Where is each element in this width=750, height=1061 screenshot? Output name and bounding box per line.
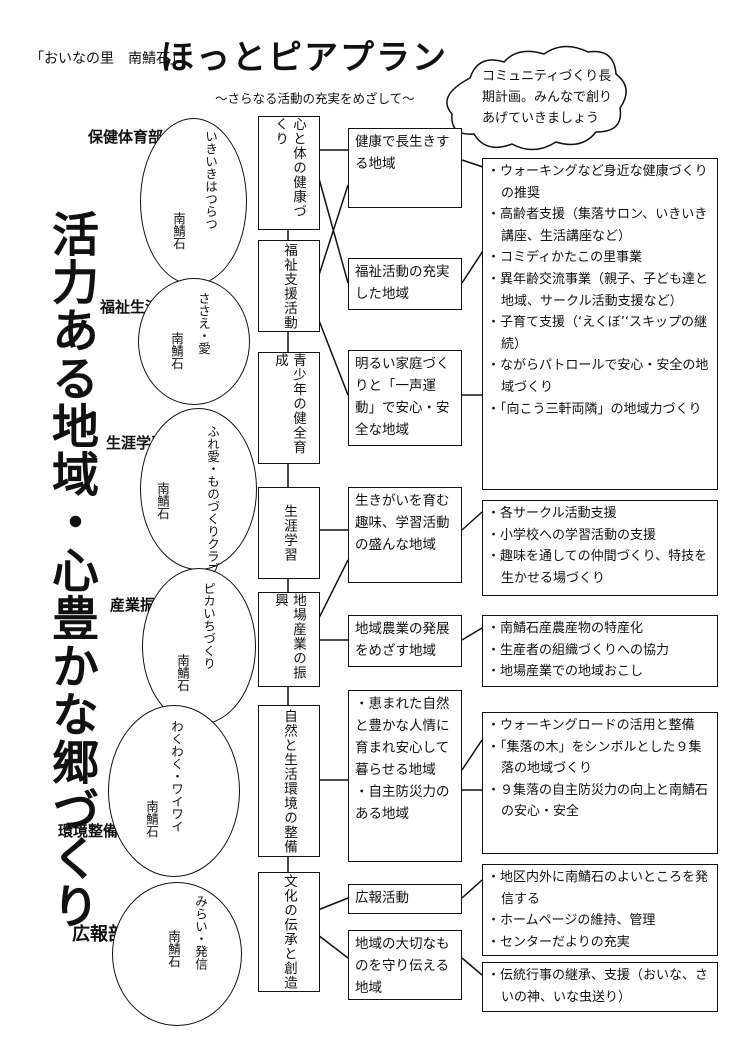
goal-health: 健康で長生きする地域	[348, 128, 462, 208]
bubble-welfare-sig: 南鯖石	[169, 332, 184, 370]
list-item: 伝統行事の継承、支援（おいな、さいの神、いな虫送り）	[487, 965, 713, 1008]
items-pr: 地区内外に南鯖石のよいところを発信する ホームページの維持、管理 センターだより…	[482, 864, 718, 956]
bubble-environment-motto: わくわく・ワイワイ	[169, 720, 184, 833]
page-title: ほっとピアプラン	[160, 38, 448, 78]
goal-learning: 生きがいを育む趣味、学習活動の盛んな地域	[348, 487, 462, 583]
bubble-learning	[140, 408, 257, 570]
bubble-pr-motto: みらい・発信	[193, 895, 208, 970]
goal-pr: 広報活動	[348, 884, 462, 914]
items-industry: 南鯖石産農産物の特産化 生産者の組織づくりへの協力 地場産業での地域おこし	[482, 615, 718, 687]
activity-environment: 自然と生活環境の整備	[258, 705, 320, 857]
items-learning: 各サークル活動支援 小学校への学習活動の支援 趣味を通しての仲間づくり、特技を生…	[482, 500, 718, 596]
list-item: コミディかたこの里事業	[487, 247, 713, 269]
bubble-industry-sig: 南鯖石	[175, 654, 190, 692]
activity-culture: 文化の伝承と創造	[258, 872, 320, 992]
bubble-environment-sig: 南鯖石	[144, 800, 159, 838]
list-item: 生産者の組織づくりへの協力	[487, 640, 713, 662]
bubble-industry	[142, 568, 256, 725]
list-item: ９集落の自主防災力の向上と南鯖石の安心・安全	[487, 780, 713, 823]
items-environment: ウォーキングロードの活用と整備 「集落の木」をシンボルとした９集落の地域づくり …	[482, 712, 718, 854]
goal-environment-2: ・自主防災力のある地域	[355, 784, 450, 822]
list-item: 各サークル活動支援	[487, 503, 713, 525]
page-subtitle: ～さらなる活動の充実をめざして～	[215, 91, 415, 106]
bubble-learning-sig: 南鯖石	[155, 482, 170, 520]
slogan: 活力ある地域・心豊かな郷づくり	[43, 210, 98, 930]
list-item: 地場産業での地域おこし	[487, 661, 713, 683]
list-item: 異年齢交流事業（親子、子ども達と地域、サークル活動支援など）	[487, 269, 713, 312]
goal-culture: 地域の大切なものを守り伝える地域	[348, 930, 462, 1000]
dept-label-health: 保健体育部	[88, 128, 164, 146]
list-item: 南鯖石産農産物の特産化	[487, 618, 713, 640]
bubble-health	[140, 118, 247, 285]
items-health-welfare: ウォーキングなど身近な健康づくりの推奨 高齢者支援（集落サロン、いきいき講座、生…	[482, 158, 718, 490]
list-item: ウォーキングロードの活用と整備	[487, 715, 713, 737]
goal-environment: ・恵まれた自然と豊かな人情に育まれ安心して暮らせる地域 ・自主防災力のある地域	[348, 690, 462, 862]
bubble-pr-sig: 南鯖石	[166, 930, 181, 968]
list-item: 地区内外に南鯖石のよいところを発信する	[487, 867, 713, 910]
goal-family: 明るい家庭づくりと「一声運動」で安心・安全な地域	[348, 350, 462, 446]
bubble-health-sig: 南鯖石	[171, 212, 186, 250]
list-item: 「向こう三軒両隣」の地域力づくり	[487, 399, 713, 421]
goal-agriculture: 地域農業の発展をめざす地域	[348, 615, 462, 667]
goal-welfare: 福祉活動の充実した地域	[348, 258, 462, 310]
goal-environment-1: ・恵まれた自然と豊かな人情に育まれ安心して暮らせる地域	[355, 696, 450, 778]
list-item: センターだよりの充実	[487, 932, 713, 954]
list-item: 子育て支援（‘えくぼ’‘スキップの継続）	[487, 312, 713, 355]
list-item: ホームページの維持、管理	[487, 910, 713, 932]
activity-welfare: 福祉支援活動	[258, 240, 320, 332]
activity-learning: 生涯学習	[258, 487, 320, 579]
cloud-shape	[446, 45, 627, 151]
items-culture: 伝統行事の継承、支援（おいな、さいの神、いな虫送り）	[482, 962, 718, 1012]
bubble-industry-motto: ピカいちづくり	[201, 582, 216, 670]
list-item: 小学校への学習活動の支援	[487, 525, 713, 547]
activity-industry: 地場産業の振興	[258, 592, 320, 687]
bubble-environment	[108, 705, 240, 877]
bubble-learning-motto: ふれ愛・ものづくりクラブ	[205, 425, 220, 575]
bubble-health-motto: いきいきはつらつ	[203, 130, 218, 230]
bubble-pr	[112, 882, 242, 1026]
list-item: ながらパトロールで安心・安全の地域づくり	[487, 355, 713, 398]
activity-health: 心と体の健康づくり	[258, 116, 320, 230]
cloud-text: コミュニティづくり長期計画。みんなで創りあげていきましょう	[482, 69, 613, 126]
list-item: 高齢者支援（集落サロン、いきいき講座、生活講座など）	[487, 204, 713, 247]
list-item: 趣味を通しての仲間づくり、特技を生かせる場づくり	[487, 546, 713, 589]
bubble-welfare-motto: ささえ・愛	[196, 292, 211, 355]
list-item: 「集落の木」をシンボルとした９集落の地域づくり	[487, 737, 713, 780]
list-item: ウォーキングなど身近な健康づくりの推奨	[487, 161, 713, 204]
activity-youth: 青少年の健全育成	[258, 352, 320, 464]
bubble-welfare	[138, 278, 250, 405]
header-tag: 「おいなの里 南鯖石」	[30, 51, 184, 67]
